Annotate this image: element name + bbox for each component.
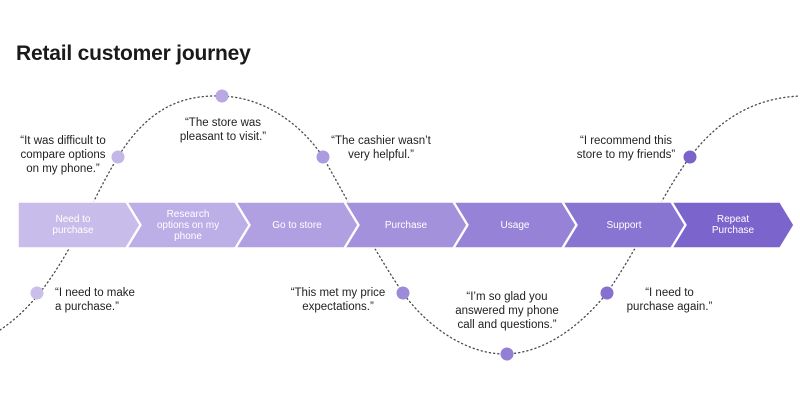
customer-quote: “I need to make a purchase.”	[55, 287, 135, 313]
stage-chevron	[561, 201, 686, 249]
quote-dot	[600, 286, 614, 300]
quote-dot	[111, 150, 125, 164]
quote-dot	[316, 150, 330, 164]
customer-quote: “I’m so glad you answered my phone call …	[455, 291, 559, 331]
page-title: Retail customer journey	[16, 42, 251, 65]
stage-label: Repeat Purchase	[711, 214, 755, 236]
stage-label: Go to store	[272, 219, 322, 231]
quote-dot	[30, 286, 44, 300]
stage-label: Research options on my phone	[156, 208, 220, 242]
customer-quote: “It was difficult to compare options on …	[20, 135, 106, 175]
stage-chevron	[234, 201, 359, 249]
customer-quote: “I recommend this store to my friends”	[576, 135, 676, 161]
stage-chevron	[17, 201, 141, 249]
customer-quote: “I need to purchase again.”	[626, 287, 713, 313]
stage-label: Usage	[500, 219, 530, 231]
customer-quote: “This met my price expectations.”	[290, 287, 386, 313]
quote-dot	[500, 347, 514, 361]
stage-chevron	[452, 201, 577, 249]
quote-dot	[683, 150, 697, 164]
stage-label: Purchase	[384, 219, 428, 231]
stage-label: Support	[606, 219, 642, 231]
stage-chevron	[670, 201, 795, 249]
stage-label: Need to purchase	[52, 214, 94, 236]
stage-chevron	[343, 201, 468, 249]
quote-dot	[215, 89, 229, 103]
customer-quote: “The cashier wasn’t very helpful.”	[331, 135, 431, 161]
stage-chevron	[125, 201, 250, 249]
quote-dot	[396, 286, 410, 300]
customer-quote: “The store was pleasant to visit.”	[179, 117, 267, 143]
